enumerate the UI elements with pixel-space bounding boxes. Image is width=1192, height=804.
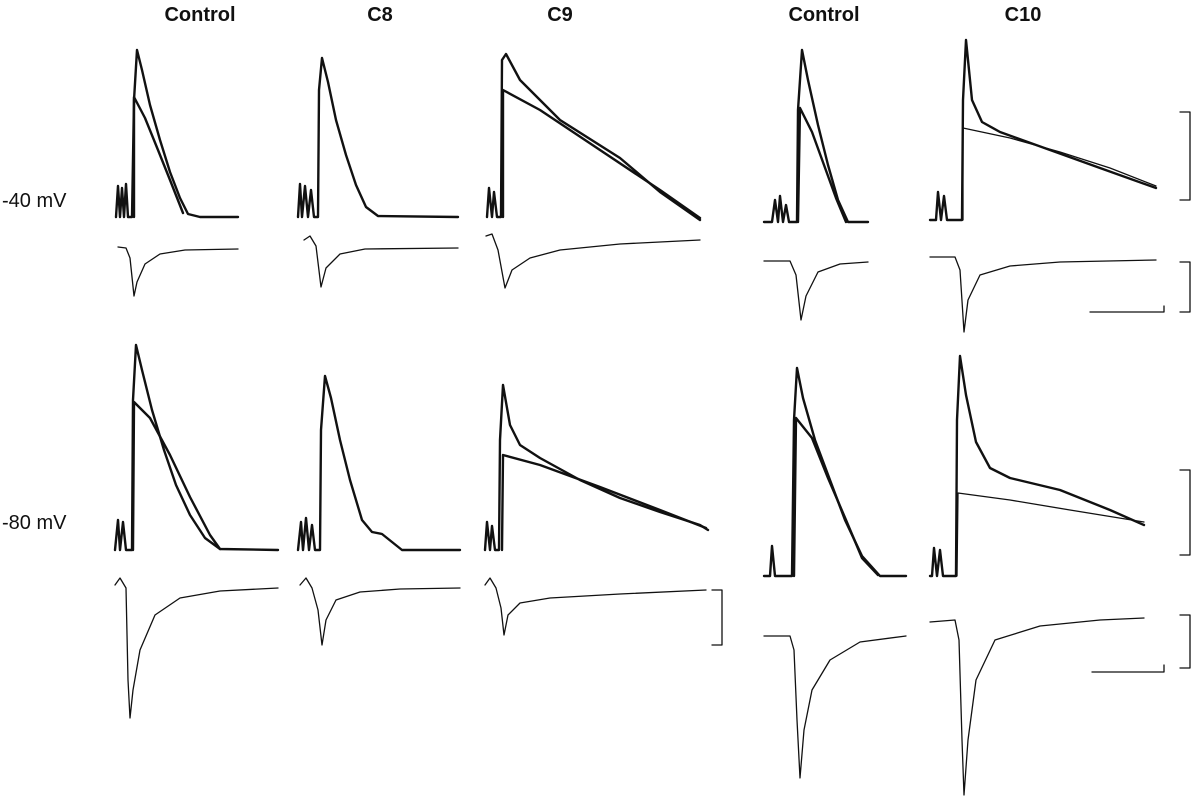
panel-control-2-minus-40 — [762, 48, 870, 321]
fit-trace — [962, 127, 1157, 221]
panel-c9-minus-80 — [483, 383, 723, 646]
row-label-minus-80mv: -80 mV — [2, 512, 67, 534]
fit-trace — [131, 400, 222, 552]
scale-bar-horizontal — [1091, 664, 1165, 673]
fluorescence-trace — [762, 366, 908, 578]
fit-trace — [796, 106, 848, 224]
fluorescence-trace — [296, 374, 462, 552]
fluorescence-trace — [928, 38, 1158, 222]
panel-c9-minus-40 — [485, 52, 702, 289]
scale-bar-vertical — [1179, 261, 1191, 313]
fluorescence-trace — [928, 354, 1146, 578]
scale-bar-vertical — [1179, 614, 1191, 669]
fit-trace — [132, 95, 185, 219]
fit-trace — [792, 416, 880, 578]
panel-c8-minus-40 — [296, 56, 460, 288]
current-trace — [929, 256, 1157, 333]
column-label-c9: C9 — [547, 4, 573, 26]
scale-bar-horizontal — [1089, 305, 1165, 313]
fluorescence-trace — [762, 48, 870, 224]
current-trace — [303, 235, 459, 288]
scale-bar-vertical — [1179, 469, 1191, 556]
column-label-c10: C10 — [1004, 4, 1042, 26]
current-trace — [299, 577, 461, 646]
fit-trace — [956, 492, 1145, 577]
current-trace — [929, 617, 1145, 796]
panel-c10-minus-40 — [928, 38, 1191, 333]
panel-c10-minus-80 — [928, 354, 1191, 796]
current-trace — [763, 260, 869, 321]
fluorescence-trace — [113, 343, 280, 552]
fit-trace — [500, 453, 708, 552]
panel-control-1-minus-40 — [114, 48, 240, 297]
panel-c8-minus-80 — [296, 374, 462, 646]
fluorescence-trace — [296, 56, 460, 219]
current-trace — [763, 635, 907, 779]
current-trace — [117, 246, 239, 297]
fluorescence-trace — [483, 383, 710, 552]
column-label-control-2: Control — [788, 4, 860, 26]
column-label-c8: C8 — [367, 4, 393, 26]
panel-control-2-minus-80 — [762, 366, 908, 779]
column-label-control-1: Control — [164, 4, 236, 26]
panel-control-1-minus-80 — [113, 343, 280, 719]
fluorescence-trace — [485, 52, 702, 222]
row-label-minus-40mv: -40 mV — [2, 190, 67, 212]
scale-bar-vertical — [1179, 111, 1191, 201]
fluorescence-trace — [114, 48, 240, 219]
current-trace — [484, 577, 707, 636]
current-trace — [485, 233, 701, 289]
scale-bar-vertical — [711, 589, 723, 646]
fit-trace — [501, 88, 702, 220]
current-trace — [114, 577, 279, 719]
